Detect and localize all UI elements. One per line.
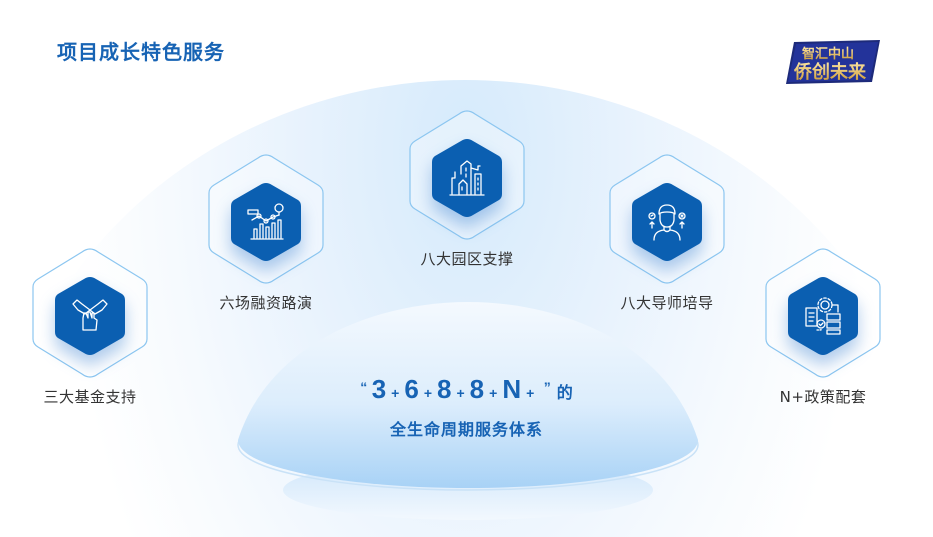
service-label: 八大园区支撑 — [420, 250, 514, 268]
service-node-policy[interactable]: N+政策配套 — [763, 246, 883, 406]
hexagon-fill — [631, 182, 703, 262]
hexagon-fill — [54, 276, 126, 356]
service-label: 六场融资路演 — [219, 294, 313, 312]
zhihui-zhongshan-logo-icon: 智汇中山 侨创未来 — [784, 38, 882, 86]
mentor-person-icon — [647, 202, 687, 242]
svg-text:智汇中山: 智汇中山 — [802, 46, 854, 62]
service-label: 三大基金支持 — [43, 388, 137, 406]
service-label: 八大导师培导 — [620, 294, 714, 312]
svg-text:侨创未来: 侨创未来 — [793, 61, 867, 83]
platform-formula: “ 3+6+8+8+N+ ”的 — [360, 374, 573, 404]
platform-dome — [230, 300, 706, 537]
hexagon-fill — [230, 182, 302, 262]
service-label: N+政策配套 — [779, 388, 867, 406]
service-node-roadshow[interactable]: 六场融资路演 — [206, 152, 326, 312]
service-node-mentors[interactable]: 八大导师培导 — [607, 152, 727, 312]
platform-subtitle: 全生命周期服务体系 — [389, 420, 543, 439]
service-node-parks[interactable]: 八大园区支撑 — [407, 108, 527, 268]
joined-hands-icon — [70, 296, 110, 336]
page-title: 项目成长特色服务 — [57, 40, 225, 64]
city-buildings-icon — [447, 158, 487, 198]
investment-chart-icon — [246, 202, 286, 242]
hexagon-fill — [787, 276, 859, 356]
hexagon-fill — [431, 138, 503, 218]
service-node-funds[interactable]: 三大基金支持 — [30, 246, 150, 406]
policy-gear-document-icon — [803, 296, 843, 336]
